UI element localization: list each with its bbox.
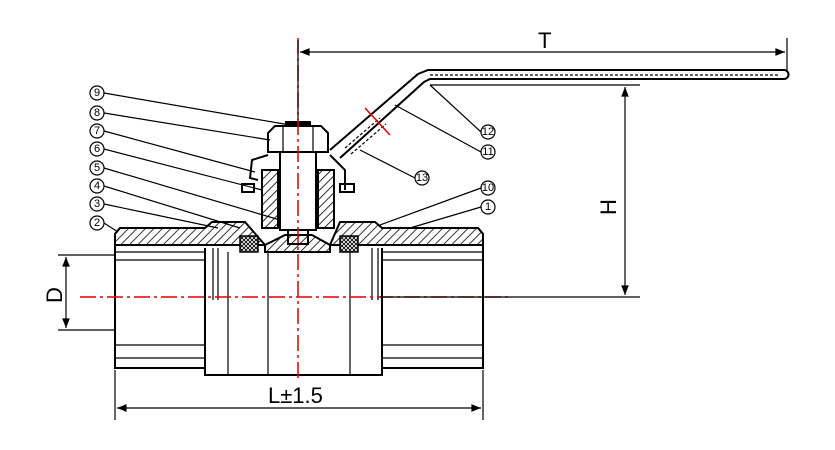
svg-text:9: 9	[94, 87, 100, 99]
svg-text:13: 13	[416, 172, 428, 184]
svg-text:11: 11	[482, 146, 493, 158]
svg-text:4: 4	[94, 180, 100, 192]
svg-text:12: 12	[482, 126, 494, 138]
svg-text:8: 8	[94, 107, 100, 119]
dimension-lines: T H D L±1.5	[42, 28, 788, 420]
callout-13: 13	[414, 170, 430, 186]
dim-T: T	[538, 28, 551, 53]
handle	[329, 69, 790, 159]
dim-L: L±1.5	[268, 383, 323, 408]
callout-2: 2	[89, 215, 105, 231]
callout-6: 6	[89, 141, 105, 157]
centerlines	[80, 38, 510, 382]
callout-9: 9	[89, 85, 105, 101]
valve-body	[114, 221, 484, 376]
svg-text:6: 6	[94, 143, 100, 155]
callout-12: 12	[480, 124, 496, 140]
callout-11: 11	[480, 144, 496, 160]
callout-7: 7	[89, 123, 105, 139]
callouts: 9 8 7 6 5 4 3 2 12 11 13 10 1	[89, 84, 496, 233]
dim-D: D	[42, 287, 67, 303]
dim-H: H	[596, 199, 621, 215]
callout-10: 10	[480, 180, 496, 196]
callout-8: 8	[89, 105, 105, 121]
svg-text:1: 1	[485, 201, 491, 213]
callout-4: 4	[89, 178, 105, 194]
callout-1: 1	[480, 199, 496, 215]
svg-text:7: 7	[94, 125, 100, 137]
svg-text:5: 5	[94, 162, 100, 174]
callout-3: 3	[89, 196, 105, 212]
svg-text:10: 10	[482, 182, 494, 194]
svg-text:3: 3	[94, 198, 100, 210]
svg-text:2: 2	[94, 217, 100, 229]
callout-5: 5	[89, 160, 105, 176]
